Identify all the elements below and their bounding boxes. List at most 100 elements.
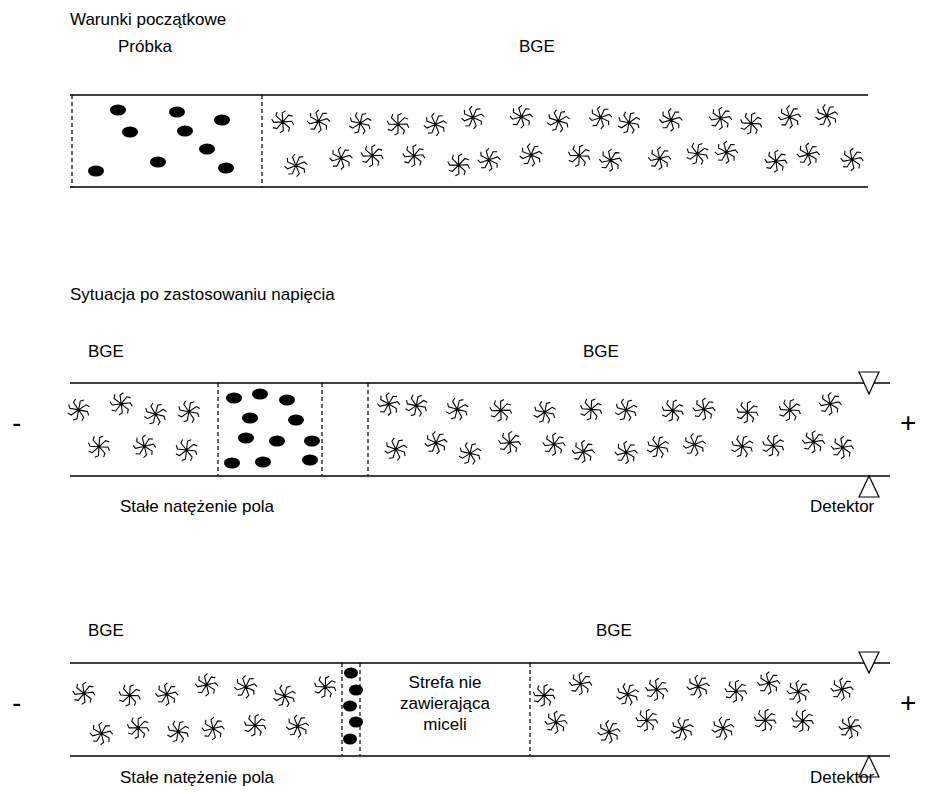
micelle xyxy=(787,680,810,703)
micelle-arms xyxy=(490,400,512,422)
micelle-arms xyxy=(448,154,470,176)
micelle xyxy=(648,147,671,170)
micelle xyxy=(110,393,132,415)
micelle-arms xyxy=(272,111,294,133)
micelle-arms xyxy=(693,398,716,421)
micelle-arms xyxy=(195,674,218,697)
micelle-arms xyxy=(754,709,776,731)
micelle-arms xyxy=(683,433,706,456)
micelle-arms xyxy=(459,442,481,464)
micelle xyxy=(520,144,543,167)
micelle xyxy=(315,676,336,697)
micelle xyxy=(90,722,113,745)
analyte-dot xyxy=(199,144,215,155)
micelle-arms xyxy=(662,400,683,421)
micelle-arms xyxy=(841,148,864,171)
micelle-arms xyxy=(478,148,501,171)
zone-boundary xyxy=(341,663,342,756)
micelle-arms xyxy=(648,147,671,170)
zone-boundary xyxy=(359,663,360,756)
analyte-dot xyxy=(150,157,166,168)
capillary-wall xyxy=(70,94,868,95)
micelle-arms xyxy=(831,678,854,701)
micelle xyxy=(589,106,612,129)
micelle-arms xyxy=(741,113,762,134)
micelle xyxy=(127,717,149,739)
micelle-arms xyxy=(671,718,694,741)
electrode-sign: + xyxy=(900,408,916,438)
micelle xyxy=(385,438,408,461)
analyte-dot xyxy=(224,458,240,469)
micelle xyxy=(273,685,295,707)
detector-triangle xyxy=(859,652,879,673)
analyte-dot xyxy=(226,393,242,404)
analyte-dot xyxy=(110,105,126,116)
micelle xyxy=(377,393,400,416)
micelle-arms xyxy=(73,682,95,704)
micelle xyxy=(68,399,90,421)
micelle-arms xyxy=(315,676,336,697)
capillary-wall xyxy=(70,475,890,476)
micelle-arms xyxy=(178,401,200,423)
micelle xyxy=(446,398,468,420)
analyte-dot xyxy=(255,457,271,468)
micelle-arms xyxy=(403,145,425,167)
micelle-arms xyxy=(797,143,820,166)
micelle xyxy=(330,147,353,170)
zone-label: BGE xyxy=(583,342,619,362)
micelle-arms xyxy=(569,672,592,695)
analyte-dot xyxy=(343,701,357,712)
micelle xyxy=(709,107,732,130)
micelle xyxy=(462,106,485,129)
micelle-arms xyxy=(155,683,178,706)
micelle-arms xyxy=(349,112,371,134)
micelle xyxy=(569,672,592,695)
micelle-arms xyxy=(244,715,265,736)
analyte-dot xyxy=(214,115,230,126)
capillary-wall xyxy=(70,662,890,663)
micelle-arms xyxy=(405,395,427,417)
micelle-arms xyxy=(815,104,838,127)
micelle-arms xyxy=(731,436,753,458)
analyte-dot xyxy=(304,436,320,447)
micelle xyxy=(819,392,842,415)
zone-label: BGE xyxy=(596,621,632,641)
zone-label: BGE xyxy=(519,37,555,57)
analyte-dot xyxy=(88,166,104,177)
micelle-arms xyxy=(831,436,854,459)
micelle-arms xyxy=(792,710,814,732)
electrode-sign: - xyxy=(12,688,21,718)
micelle xyxy=(144,403,166,425)
micelle xyxy=(569,145,590,166)
analyte-dots xyxy=(88,105,363,745)
micelle xyxy=(88,436,109,457)
micelle-arms xyxy=(110,393,132,415)
micelle-arms xyxy=(286,715,309,738)
micelle xyxy=(285,154,308,177)
micelle xyxy=(683,433,706,456)
micelle xyxy=(841,148,864,171)
micelle-arms xyxy=(119,685,140,706)
micelle-arms xyxy=(425,431,448,454)
zone-label: BGE xyxy=(88,342,124,362)
analyte-dot xyxy=(302,455,318,466)
micelle xyxy=(617,683,639,705)
zone-boundary xyxy=(321,383,322,476)
micelle-arms xyxy=(712,717,735,740)
micelle-arms xyxy=(569,145,590,166)
zone-boundary xyxy=(261,95,262,187)
micelle xyxy=(119,685,140,706)
micelle-arms xyxy=(763,435,784,456)
micelle-arms xyxy=(778,106,801,129)
micelle-arms xyxy=(709,107,732,130)
micelle-arms xyxy=(533,685,555,707)
micelle-arms xyxy=(615,399,637,421)
micelle xyxy=(660,109,683,132)
micelle xyxy=(533,685,555,707)
micelle-arms xyxy=(88,436,109,457)
micelle xyxy=(754,709,776,731)
micelle-arms xyxy=(757,672,780,695)
micelle-arms xyxy=(144,403,166,425)
micelle-arms xyxy=(581,399,602,420)
micelle-arms xyxy=(385,438,408,461)
